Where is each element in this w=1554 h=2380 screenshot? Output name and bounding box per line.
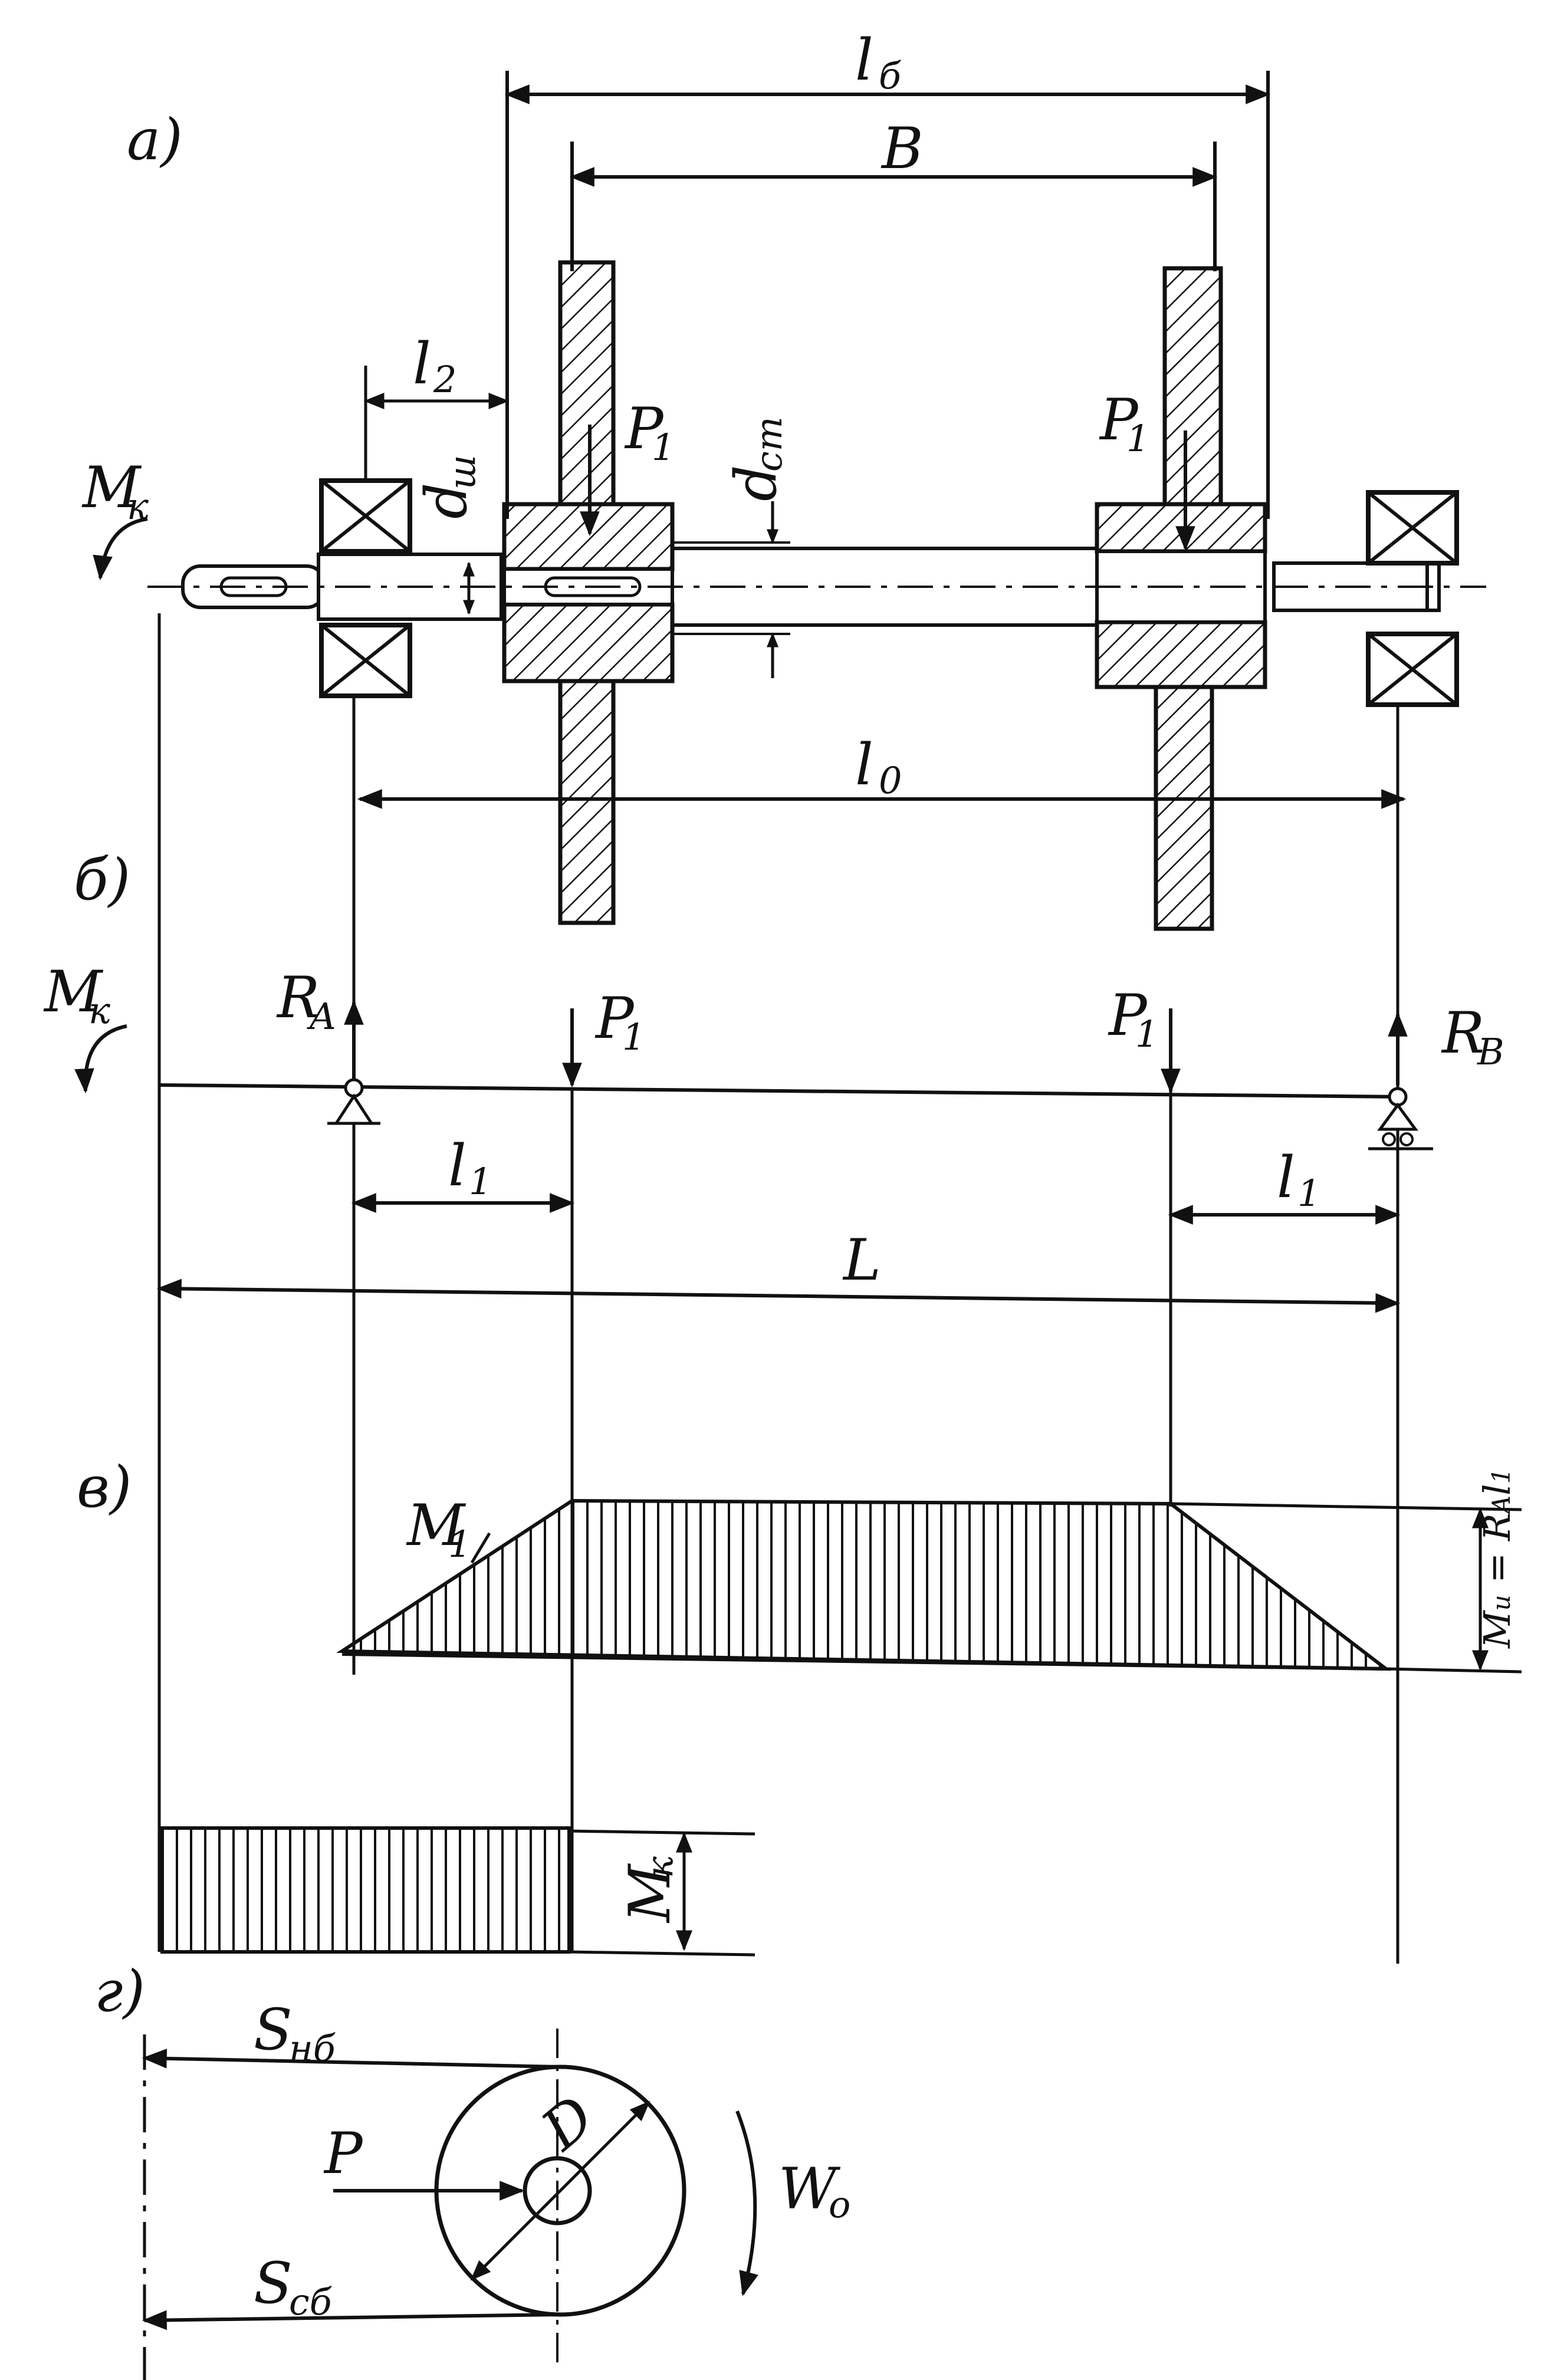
label-l1-right-sub: 1 [1297,1172,1320,1215]
label-l0: l [855,732,873,798]
bearing-right [1366,490,1459,707]
panel-a-shaft-assembly: a) l б B l 2 [81,27,1486,931]
panel-v-moment-diagrams: в) Mи = RAl1 M 1 M к [77,1454,1522,1957]
Mu-extension-top [1170,1502,1522,1511]
label-l-b-sub: б [879,54,902,97]
label-Mk-diagram-sub: к [638,1856,681,1878]
label-P: P [323,2121,363,2187]
bending-moment-baseline [341,1652,1387,1671]
label-P1-beam-right-sub: 1 [1135,1013,1158,1056]
torque-diagram [160,1826,571,1954]
label-M1-sub: 1 [448,1523,471,1566]
label-RA: R [276,965,320,1031]
tension-S-sb-arrow [142,2310,561,2330]
label-d-st: d [723,465,789,501]
label-l2-sub: 2 [433,358,456,401]
panel-label-b: б) [74,847,130,913]
label-S-sb: S [254,2250,293,2316]
pulley-left [502,260,675,925]
label-Mu: Mи = RAl1 [1476,1468,1519,1649]
M1-leader [470,1532,491,1564]
panel-label-v: в) [77,1454,132,1520]
support-B-roller [1368,1087,1433,1150]
label-P1-beam-right: P [1108,982,1148,1048]
label-Mk-a: M [81,455,142,521]
panel-b-beam-model: l 0 б) R A R B P 1 [43,613,1504,1964]
panel-label-a: a) [127,107,183,173]
support-A-pinned [327,1078,380,1125]
label-M1: M [406,1493,466,1559]
label-Mk-b: M [43,959,104,1025]
label-W0: W [778,2156,841,2222]
dimension-D [470,2100,650,2281]
label-RA-sub: A [307,995,336,1038]
bending-moment-diagram [336,1498,1392,1671]
dimension-L [156,1278,1401,1313]
label-d-sh-sub: ш [441,455,484,489]
label-RB-sub: B [1477,1030,1504,1073]
dimension-d-sh: d ш [413,455,484,615]
label-P1-beam-left: P [594,985,635,1051]
Mk-extension-top [569,1829,755,1836]
label-P1-beam-left-sub: 1 [622,1015,645,1058]
label-l0-sub: 0 [879,759,902,802]
label-L: L [842,1227,881,1293]
label-P1-right-sub: 1 [1126,417,1149,460]
Mu-extension-bottom [1385,1667,1522,1674]
label-B: B [881,116,924,182]
label-P1-right: P [1099,387,1139,453]
label-S-nb: S [254,1997,293,2063]
tension-S-nb-arrow [142,2049,561,2069]
torque-Mk-arrow-b [74,1024,127,1094]
pulley-right [1095,266,1267,931]
label-d-sh: d [413,483,479,519]
label-l1-left: l [448,1133,466,1199]
bearing-left [319,478,412,698]
label-Mk-diagram: M [617,1863,683,1924]
rotation-W0-arrow [735,2110,758,2297]
label-Mk-a-sub: к [127,485,149,528]
panel-g-pulley-forces: г) S нб S cб P D W o [94,1958,850,2380]
beam-line [159,1083,1404,1099]
torque-Mk-arrow-a [93,517,148,581]
label-d-st-sub: ст [747,416,790,472]
label-S-nb-sub: нб [289,2027,336,2070]
dimension-d-st: d ст [672,416,790,678]
label-P1-left-sub: 1 [652,426,675,469]
Mk-extension-bottom [569,1950,755,1957]
label-Mk-b-sub: к [88,989,111,1032]
label-P1-left: P [624,396,664,462]
label-l2: l [413,331,431,397]
dimension-B: B [569,116,1218,271]
label-W0-sub: o [829,2183,850,2226]
label-S-sb-sub: cб [289,2280,333,2323]
label-l1-left-sub: 1 [469,1160,492,1203]
label-l-b: l [855,27,873,93]
dimension-l2: l 2 [363,331,510,501]
label-l1-right: l [1277,1145,1295,1211]
label-RB: R [1441,1000,1484,1066]
dimension-l-b: l б [504,27,1271,519]
panel-label-g: г) [94,1958,145,2024]
